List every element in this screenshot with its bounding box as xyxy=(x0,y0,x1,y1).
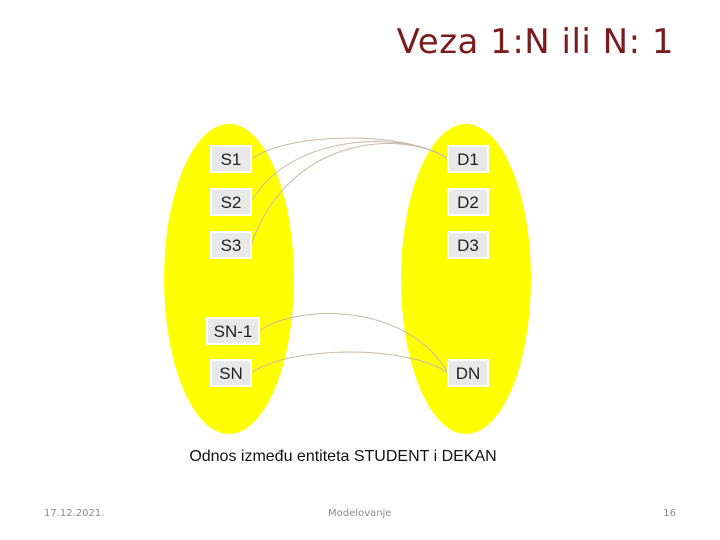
link-lines xyxy=(250,137,449,374)
page-number: 16 xyxy=(663,508,676,519)
box-label-sn-1: SN-1 xyxy=(214,322,253,341)
slide-title: Veza 1:N ili N: 1 xyxy=(396,22,674,62)
box-label-s2: S2 xyxy=(221,193,242,212)
box-label-d2: D2 xyxy=(457,193,479,212)
link-sn-1-dn xyxy=(258,313,449,374)
link-s3-d1 xyxy=(250,143,449,246)
box-label-dn: DN xyxy=(456,364,481,383)
footer-title: Modelovanje xyxy=(328,508,392,519)
box-label-d3: D3 xyxy=(457,236,479,255)
box-d3: D3 xyxy=(447,231,489,259)
box-s3: S3 xyxy=(210,231,252,259)
diagram-caption: Odnos između entiteta STUDENT i DEKAN xyxy=(189,448,497,465)
box-d2: D2 xyxy=(447,188,489,216)
footer-date: 17.12.2021. xyxy=(44,508,105,519)
box-s1: S1 xyxy=(210,145,252,173)
box-label-s3: S3 xyxy=(221,236,242,255)
dekan-set-ellipse xyxy=(401,124,531,434)
box-dn: DN xyxy=(447,359,489,387)
student-set-ellipse xyxy=(164,124,294,434)
box-s2: S2 xyxy=(210,188,252,216)
box-label-s1: S1 xyxy=(221,150,242,169)
box-label-d1: D1 xyxy=(457,150,479,169)
box-d1: D1 xyxy=(447,145,489,173)
link-sn-dn xyxy=(250,351,449,374)
box-label-sn: SN xyxy=(219,364,243,383)
box-sn-1: SN-1 xyxy=(206,317,260,345)
box-sn: SN xyxy=(210,359,252,387)
